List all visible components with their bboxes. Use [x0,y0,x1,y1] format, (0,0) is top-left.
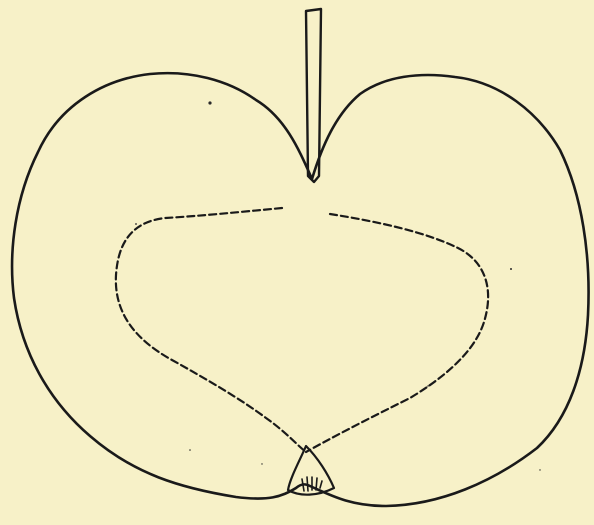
core-line-left [116,208,306,452]
paper-specks [135,101,541,470]
apple-outline [12,73,588,506]
core-line-right [306,214,488,452]
